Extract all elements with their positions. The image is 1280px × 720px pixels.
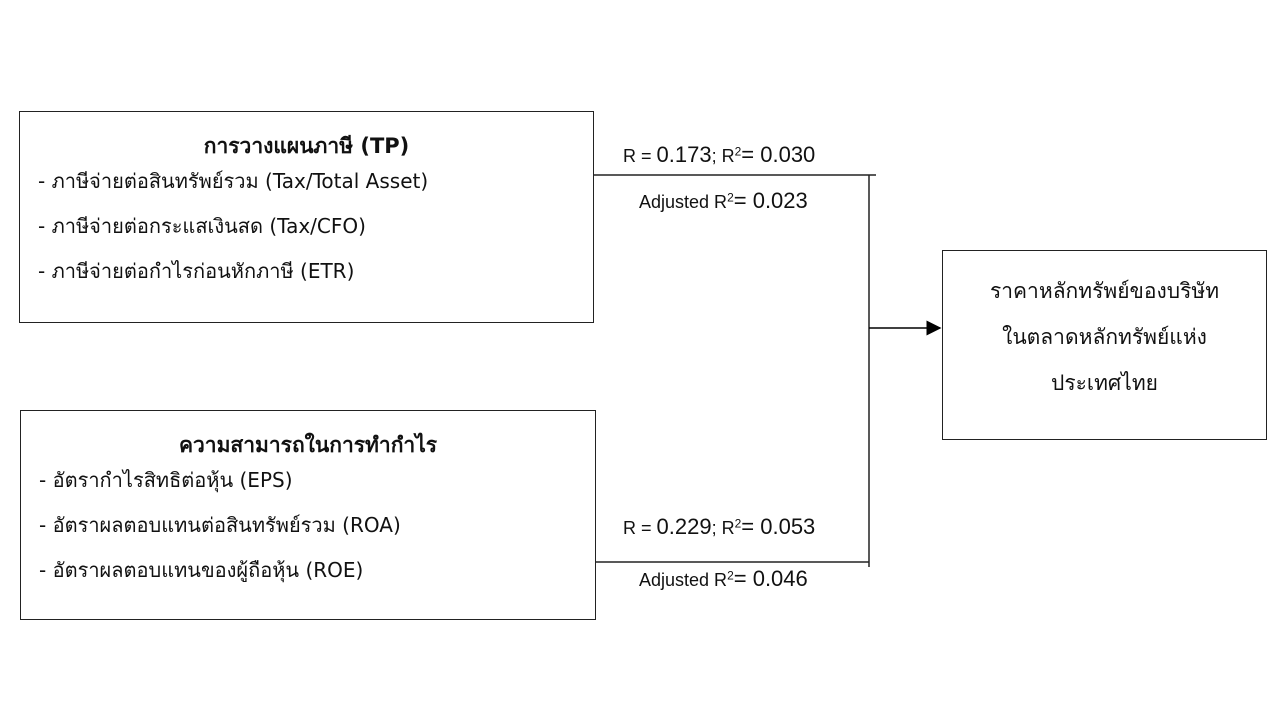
profitability-item: - อัตรากำไรสิทธิต่อหุ้น (EPS) xyxy=(39,468,293,492)
dependent-line: ราคาหลักทรัพย์ของบริษัท xyxy=(989,279,1220,303)
dependent-line: ในตลาดหลักทรัพย์แห่ง xyxy=(1002,325,1207,349)
tax-planning-item: - ภาษีจ่ายต่อกระแสเงินสด (Tax/CFO) xyxy=(38,214,366,238)
tax-planning-box: การวางแผนภาษี (TP) - ภาษีจ่ายต่อสินทรัพย… xyxy=(19,111,594,323)
profitability-item: - อัตราผลตอบแทนของผู้ถือหุ้น (ROE) xyxy=(39,558,364,582)
bottom-adjusted-r2: Adjusted R2= 0.046 xyxy=(639,566,808,591)
profitability-box: ความสามารถในการทำกำไร - อัตรากำไรสิทธิต่… xyxy=(20,410,596,620)
tax-planning-item: - ภาษีจ่ายต่อกำไรก่อนหักภาษี (ETR) xyxy=(38,259,355,283)
dependent-line: ประเทศไทย xyxy=(1051,371,1158,395)
tax-planning-title: การวางแผนภาษี (TP) xyxy=(203,134,410,158)
tax-planning-item: - ภาษีจ่ายต่อสินทรัพย์รวม (Tax/Total Ass… xyxy=(38,169,429,193)
dependent-variable-box: ราคาหลักทรัพย์ของบริษัท ในตลาดหลักทรัพย์… xyxy=(942,250,1267,440)
top-r-stats: R = 0.173; R2= 0.030 xyxy=(623,142,816,167)
profitability-title: ความสามารถในการทำกำไร xyxy=(178,433,438,457)
top-adjusted-r2: Adjusted R2= 0.023 xyxy=(639,188,808,213)
bottom-r-stats: R = 0.229; R2= 0.053 xyxy=(623,514,816,539)
profitability-item: - อัตราผลตอบแทนต่อสินทรัพย์รวม (ROA) xyxy=(39,513,401,537)
